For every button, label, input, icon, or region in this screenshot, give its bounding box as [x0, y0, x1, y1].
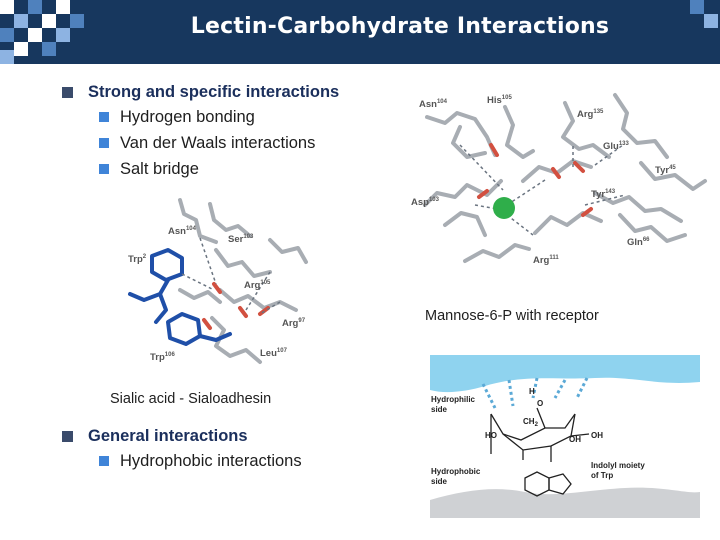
atom-oh-2: OH	[591, 431, 603, 440]
sub-bullet-label: Hydrogen bonding	[120, 108, 255, 126]
residue-label-glu133: Glu133	[603, 141, 630, 152]
hydrophilic-label: Hydrophilic	[431, 395, 476, 404]
header-tile	[56, 28, 70, 42]
bullet-square-icon	[99, 112, 109, 122]
residue-label-asn104: Asn104	[168, 226, 197, 237]
residue-label-asn104: Asn104	[419, 99, 448, 110]
sub-bullet-van-der-waals: Van der Waals interactions	[62, 133, 402, 153]
residue-label-leu107: Leu107	[260, 348, 288, 359]
residue-label-asp103: Asp103	[411, 197, 440, 208]
sub-bullet-label: Van der Waals interactions	[120, 134, 316, 152]
atom-h: H	[529, 387, 535, 396]
residue-label-trp2: Trp2	[128, 254, 147, 265]
hydrophobic-surface	[430, 487, 700, 518]
hydrophobic-label: Hydrophobic	[431, 467, 481, 476]
header-tile	[70, 14, 84, 28]
header-tile	[42, 14, 56, 28]
indolyl-label: Indolyl moiety	[591, 461, 645, 470]
header-tile	[56, 0, 70, 14]
indole-ring-icon	[524, 471, 572, 497]
mannose-caption: Mannose-6-P with receptor	[425, 308, 599, 324]
bullet-square-icon	[99, 164, 109, 174]
sialic-caption: Sialic acid - Sialoadhesin	[110, 391, 272, 407]
hydrophilic-label-2: side	[431, 405, 448, 414]
bullet-square-icon	[62, 431, 73, 442]
atom-o: O	[537, 399, 543, 408]
residue-label-arg97: Arg97	[282, 318, 306, 329]
residue-label-trp106: Trp106	[150, 352, 175, 363]
bullet-list: Strong and specific interactions Hydroge…	[62, 82, 402, 185]
slide-title: Lectin-Carbohydrate Interactions	[190, 14, 610, 39]
slide-header: Lectin-Carbohydrate Interactions	[0, 0, 720, 64]
header-tile	[0, 0, 14, 14]
residue-label-arg111: Arg111	[533, 255, 559, 266]
atom-oh: OH	[569, 435, 581, 444]
header-tile	[14, 14, 28, 28]
bullet-square-icon	[99, 138, 109, 148]
residue-label-his105: His105	[487, 95, 512, 106]
header-tile	[704, 14, 718, 28]
header-tile	[42, 42, 56, 56]
sub-bullet-salt-bridge: Salt bridge	[62, 159, 402, 179]
atom-ch2: CH2	[523, 417, 539, 428]
header-tile	[14, 42, 28, 56]
sialic-acid-figure: Asn104 Ser103 Trp2 Arg105 Arg97 Trp106 L…	[128, 198, 308, 364]
bullet-square-icon	[62, 87, 73, 98]
indolyl-label-2: of Trp	[591, 471, 613, 480]
header-tile	[0, 50, 14, 64]
bullet-label: General interactions	[88, 427, 248, 445]
header-tile	[28, 28, 42, 42]
header-tile	[28, 0, 42, 14]
metal-ion-icon	[493, 197, 515, 219]
bullet-label: Strong and specific interactions	[88, 83, 340, 101]
sub-bullet-hydrogen-bonding: Hydrogen bonding	[62, 107, 402, 127]
sub-bullet-label: Salt bridge	[120, 160, 199, 178]
header-tile	[690, 0, 704, 14]
water-layer	[430, 355, 700, 393]
mannose-receptor-figure: Asn104 His105 Arg135 Glu133 Tyr45 Asp103…	[411, 93, 707, 266]
header-tile	[0, 28, 14, 42]
bullet-square-icon	[99, 456, 109, 466]
hydrophobic-interaction-figure: Hydrophilic side H O CH2 HO OH OH Hydrop…	[430, 355, 700, 518]
residue-label-gln66: Gln66	[627, 237, 650, 248]
bullet-list-general: General interactions Hydrophobic interac…	[62, 426, 402, 477]
sub-bullet-label: Hydrophobic interactions	[120, 452, 302, 470]
hydrophobic-label-2: side	[431, 477, 448, 486]
bullet-general: General interactions	[62, 426, 402, 446]
residue-label-arg135: Arg135	[577, 109, 604, 120]
sub-bullet-hydrophobic: Hydrophobic interactions	[62, 451, 402, 471]
bullet-strong-specific: Strong and specific interactions	[62, 82, 402, 102]
atom-ho: HO	[485, 431, 497, 440]
residue-label-arg105: Arg105	[244, 280, 271, 291]
residue-label-tyr45: Tyr45	[655, 165, 676, 176]
residue-label-tyr143: Tyr143	[591, 189, 616, 200]
residue-label-ser103: Ser103	[228, 234, 254, 245]
